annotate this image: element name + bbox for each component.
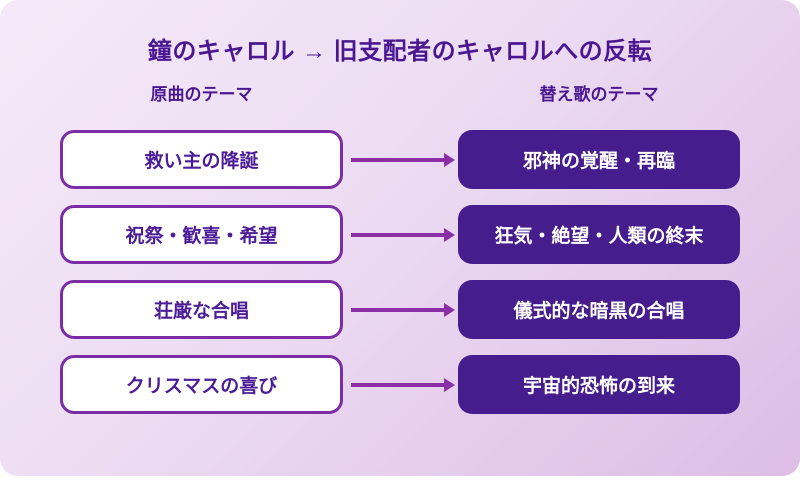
parody-theme-box: 邪神の覚醒・再臨 (458, 130, 740, 189)
original-theme-box: 祝祭・歓喜・希望 (60, 205, 343, 264)
column-header-original-theme: 原曲のテーマ (150, 85, 253, 104)
parody-theme-box: 儀式的な暗黒の合唱 (458, 280, 740, 339)
mapping-row: 荘厳な合唱 儀式的な暗黒の合唱 (0, 280, 800, 339)
original-theme-box: 救い主の降誕 (60, 130, 343, 189)
diagram-title: 鐘のキャロル → 旧支配者のキャロルへの反転 (147, 38, 653, 65)
original-theme-box: 荘厳な合唱 (60, 280, 343, 339)
column-header-parody-theme: 替え歌のテーマ (539, 85, 659, 104)
right-arrow-icon (351, 152, 455, 167)
parody-theme-box: 狂気・絶望・人類の終末 (458, 205, 740, 264)
mapping-row: クリスマスの喜び 宇宙的恐怖の到来 (0, 355, 800, 414)
right-arrow-icon (351, 302, 455, 317)
right-arrow-icon (351, 227, 455, 242)
right-arrow-icon (351, 377, 455, 392)
mapping-row: 祝祭・歓喜・希望 狂気・絶望・人類の終末 (0, 205, 800, 264)
original-theme-box: クリスマスの喜び (60, 355, 343, 414)
mapping-row: 救い主の降誕 邪神の覚醒・再臨 (0, 130, 800, 189)
parody-theme-box: 宇宙的恐怖の到来 (458, 355, 740, 414)
